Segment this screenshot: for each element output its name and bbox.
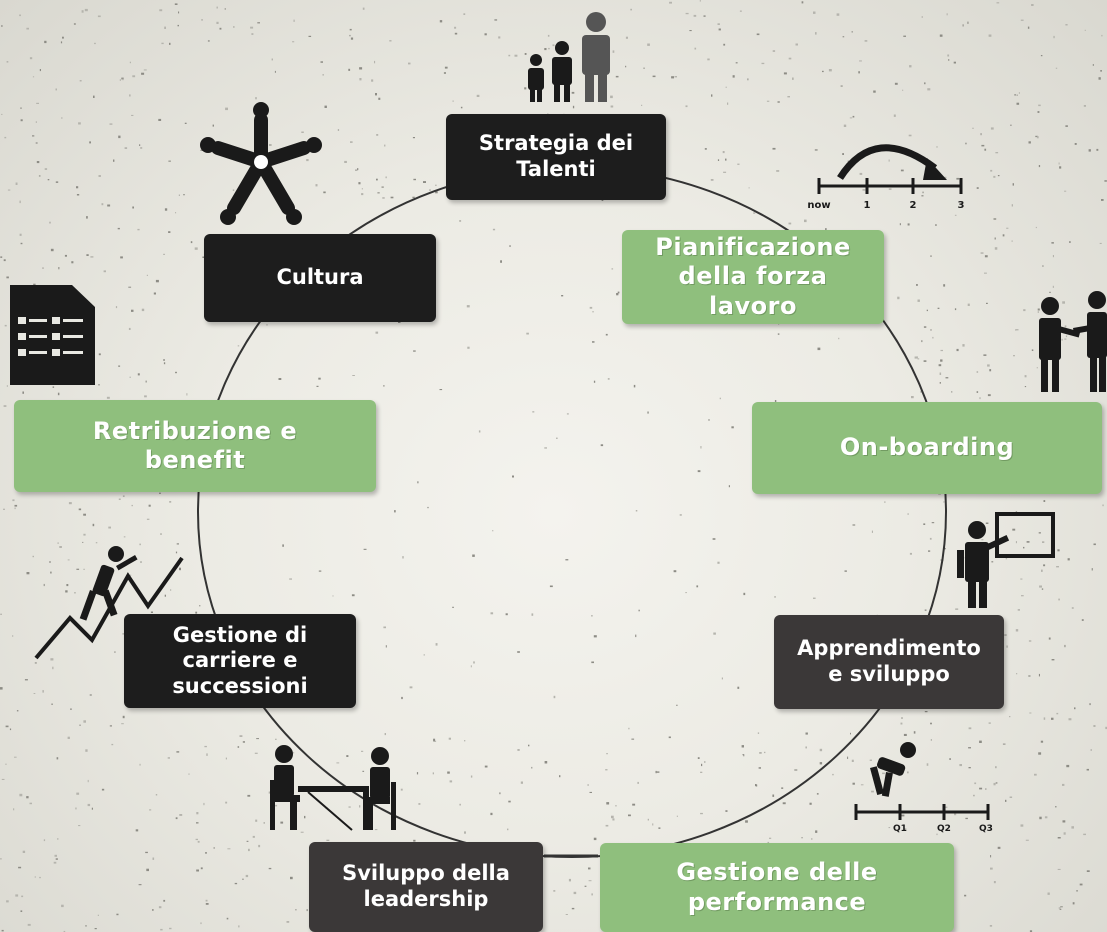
node-apprendimento-sviluppo: Apprendimento e sviluppo bbox=[774, 615, 1004, 709]
node-gestione-carriere-successioni: Gestione di carriere e successioni bbox=[124, 614, 356, 708]
node-on-boarding: On-boarding bbox=[752, 402, 1102, 494]
timeline-arrow-icon: now 1 2 3 bbox=[807, 144, 965, 211]
node-label: Apprendimento e sviluppo bbox=[797, 636, 981, 686]
node-pianificazione-forza-lavoro: Pianificazione della forza lavoro bbox=[622, 230, 884, 324]
performance-timeline-label: Q3 bbox=[979, 824, 993, 833]
timeline-label: 2 bbox=[910, 200, 917, 211]
node-sviluppo-leadership: Sviluppo della leadership bbox=[309, 842, 543, 932]
node-label: Strategia dei Talenti bbox=[478, 131, 634, 181]
sprinter-timeline-icon: Q1 Q2 Q3 bbox=[854, 742, 993, 833]
node-cultura: Cultura bbox=[204, 234, 436, 322]
timeline-label: now bbox=[807, 200, 830, 211]
node-label: On-boarding bbox=[839, 433, 1015, 462]
node-gestione-performance: Gestione delle performance bbox=[600, 843, 954, 932]
node-retribuzione-benefit: Retribuzione e benefit bbox=[14, 400, 376, 492]
group-of-people-icon bbox=[528, 12, 610, 102]
node-label: Cultura bbox=[276, 265, 364, 290]
node-label: Gestione di carriere e successioni bbox=[172, 622, 308, 698]
meeting-desk-icon bbox=[270, 745, 396, 831]
people-network-icon bbox=[200, 102, 322, 225]
performance-timeline-label: Q1 bbox=[893, 824, 907, 833]
teacher-board-icon bbox=[957, 512, 1055, 608]
performance-timeline-label: Q2 bbox=[937, 824, 951, 833]
climbing-person-icon bbox=[34, 546, 184, 660]
document-list-icon bbox=[10, 285, 95, 385]
timeline-label: 3 bbox=[958, 200, 965, 211]
node-label: Gestione delle performance bbox=[676, 858, 878, 916]
node-strategia-dei-talenti: Strategia dei Talenti bbox=[446, 114, 666, 200]
handshake-icon bbox=[1039, 291, 1107, 392]
node-label: Pianificazione della forza lavoro bbox=[655, 233, 851, 320]
timeline-label: 1 bbox=[864, 200, 871, 211]
node-label: Retribuzione e benefit bbox=[92, 416, 298, 474]
node-label: Sviluppo della leadership bbox=[342, 861, 510, 911]
